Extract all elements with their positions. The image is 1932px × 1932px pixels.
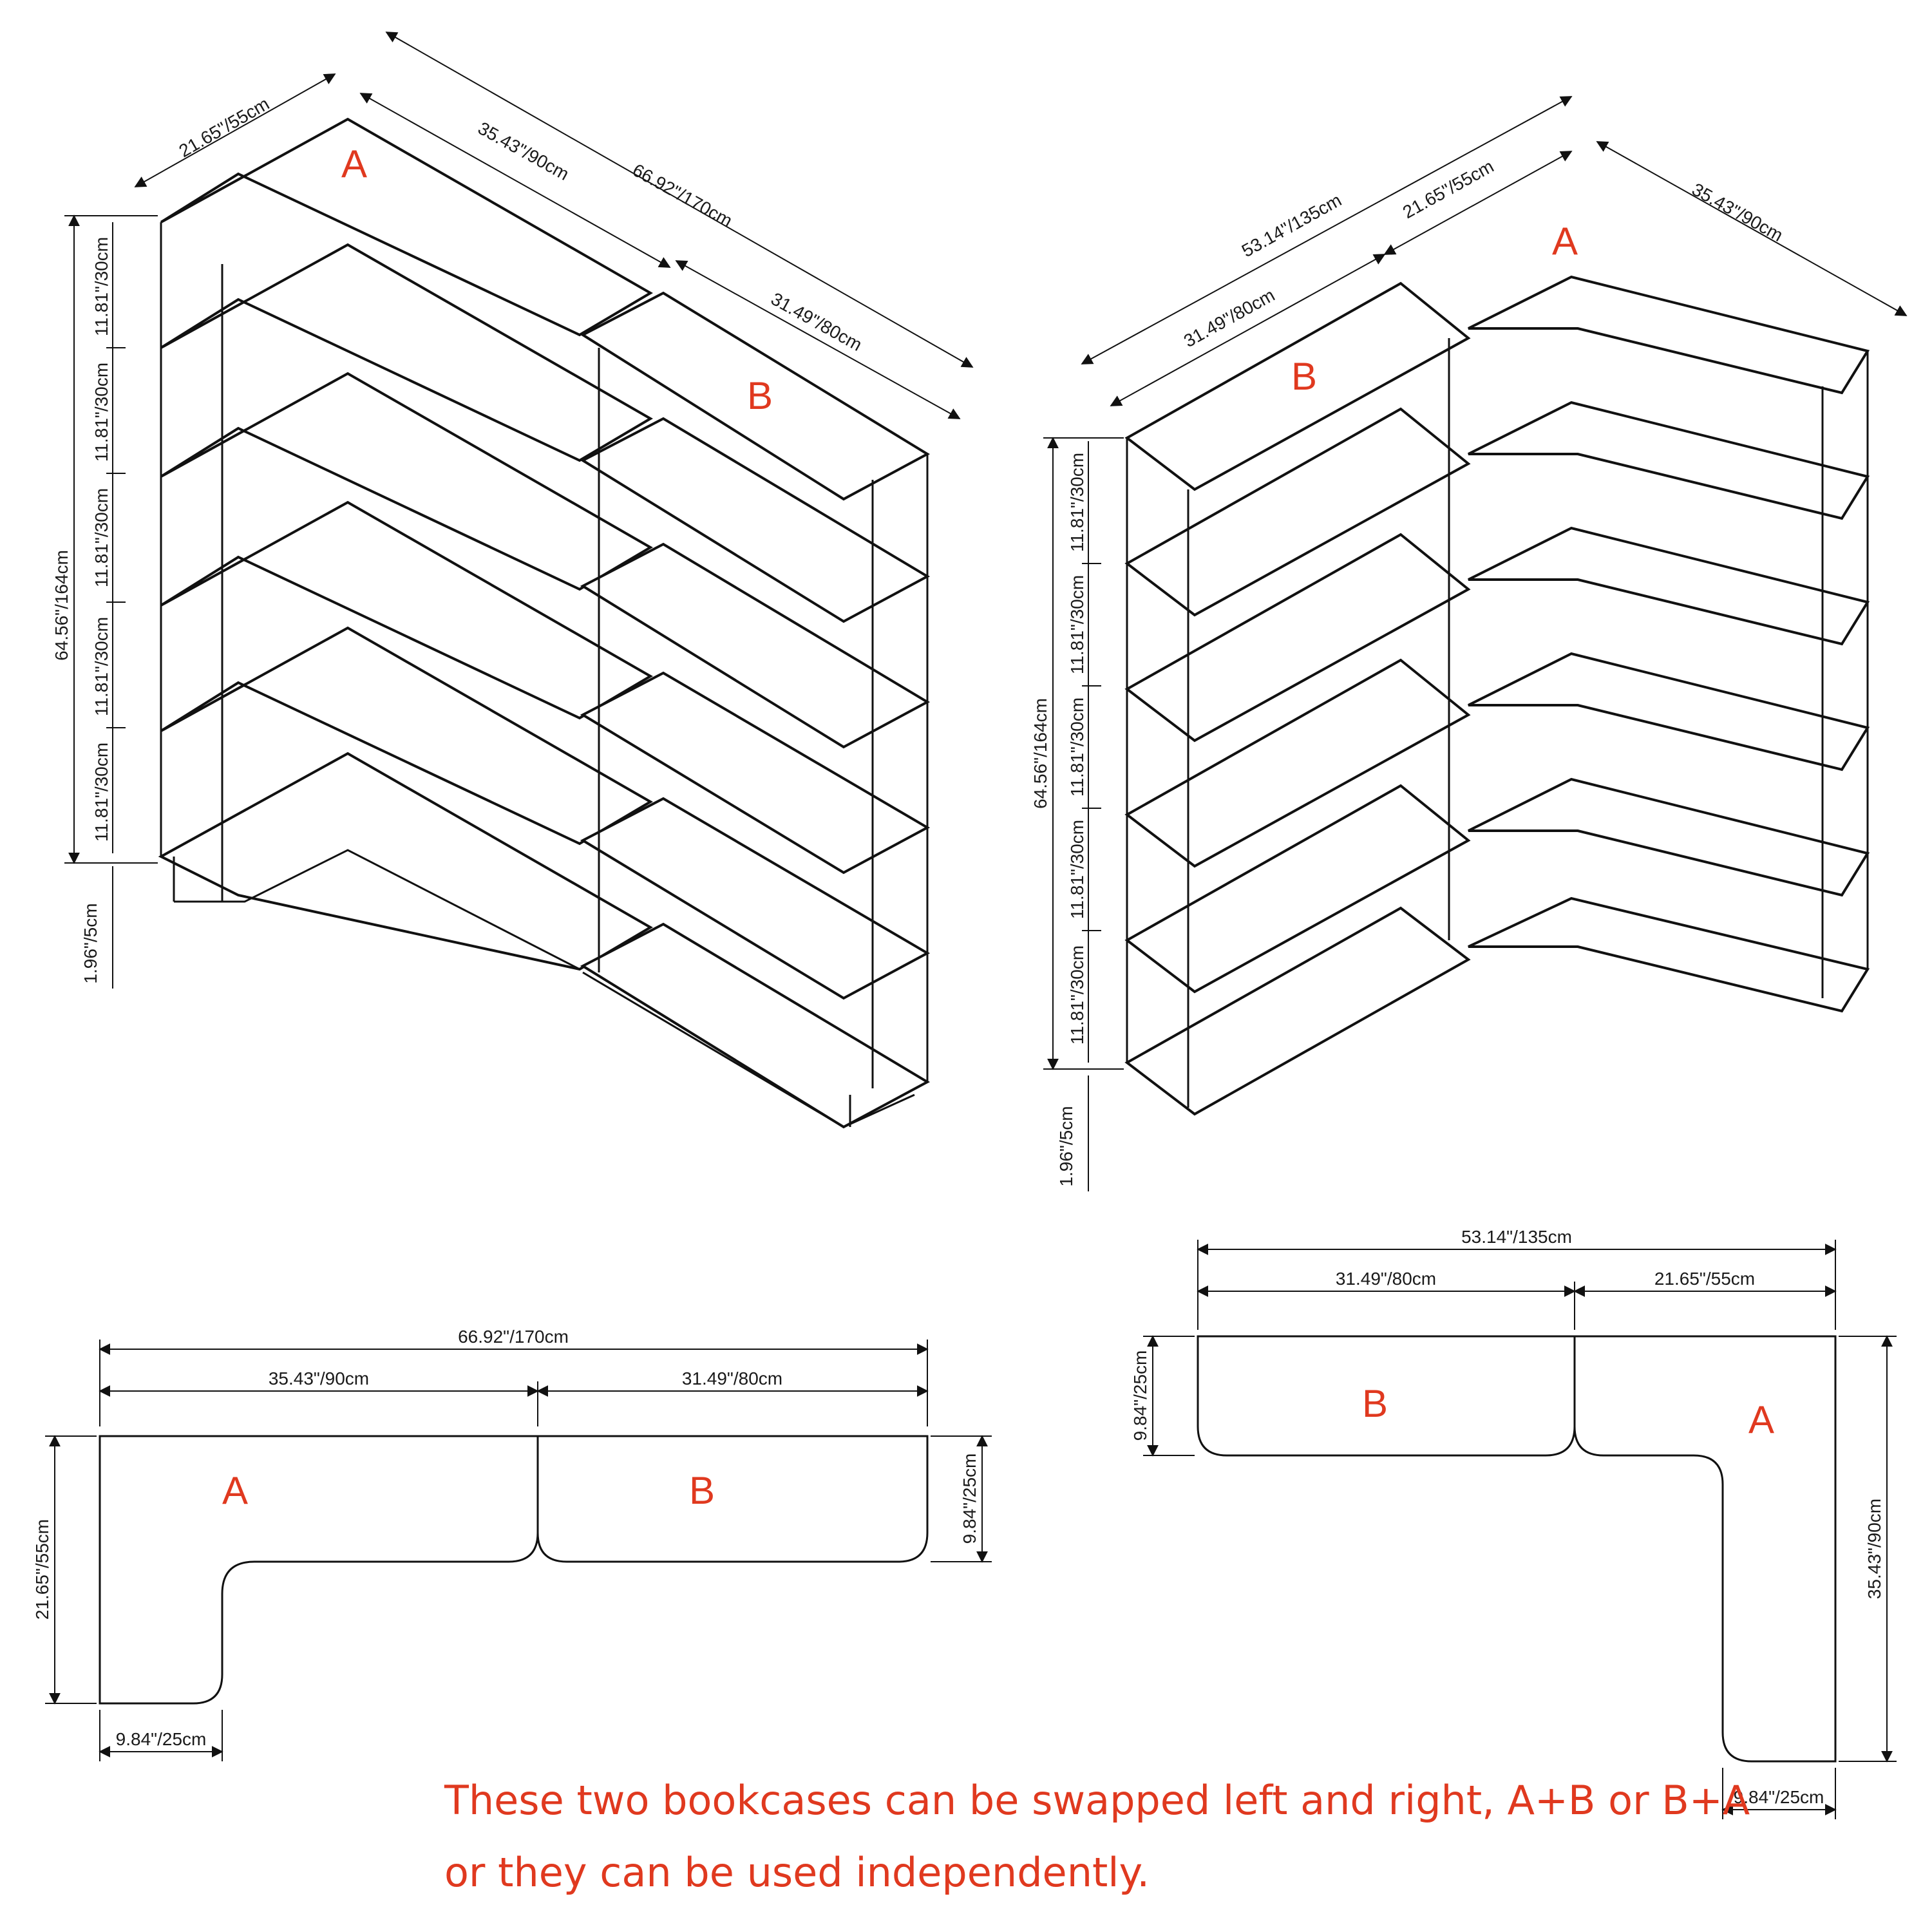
iso-left-length-a-dim: 35.43"/90cm xyxy=(475,118,573,184)
iso-left-base-dim: 1.96"/5cm xyxy=(80,903,100,983)
plan-left-length-a-dim: 35.43"/90cm xyxy=(269,1368,369,1388)
iso-left-shelf-dim-1: 11.81"/30cm xyxy=(91,237,111,336)
plan-left-label-a: A xyxy=(222,1469,248,1512)
iso-right-height-dims xyxy=(1043,437,1124,1191)
iso-left-shelf-dim-5: 11.81"/30cm xyxy=(91,743,111,842)
swap-note: These two bookcases can be swapped left … xyxy=(444,1765,1861,1909)
plan-right-length-leg-dim: 35.43"/90cm xyxy=(1864,1499,1884,1599)
plan-left-depth-b-dim: 9.84"/25cm xyxy=(960,1454,980,1544)
iso-right-depth-a-dim: 21.65"/55cm xyxy=(1399,156,1497,222)
iso-left-bookcase-a xyxy=(158,117,653,971)
iso-right-shelf-dim-5: 11.81"/30cm xyxy=(1067,945,1087,1045)
iso-right-total-dim: 53.14"/135cm xyxy=(1238,190,1345,261)
iso-right-length-b-dim: 31.49"/80cm xyxy=(1180,285,1278,351)
plan-right-depth-b-dim: 9.84"/25cm xyxy=(1130,1350,1150,1441)
iso-right-top-dims xyxy=(1081,96,1908,406)
iso-left-top-dims xyxy=(134,32,974,419)
iso-right-shelf-dim-2: 11.81"/30cm xyxy=(1067,575,1087,674)
plan-right-label-b: B xyxy=(1362,1382,1388,1425)
plan-left-depth-a-dim: 21.65"/55cm xyxy=(32,1519,52,1620)
plan-right-total-dim: 53.14"/135cm xyxy=(1461,1227,1572,1247)
plan-left-total-dim: 66.92"/170cm xyxy=(458,1327,569,1347)
iso-left-shelf-dim-2: 11.81"/30cm xyxy=(91,363,111,462)
iso-left-height-dims xyxy=(64,214,158,989)
iso-left-length-b-dim: 31.49"/80cm xyxy=(768,289,866,355)
plan-right-length-b-dim: 31.49"/80cm xyxy=(1336,1269,1436,1289)
iso-right-shelf-dim-1: 11.81"/30cm xyxy=(1067,453,1087,552)
iso-right-shelf-dim-3: 11.81"/30cm xyxy=(1067,697,1087,797)
iso-left-total-dim: 66.92"/170cm xyxy=(629,160,735,231)
iso-left-view xyxy=(64,32,974,1129)
iso-right-shelf-dim-4: 11.81"/30cm xyxy=(1067,820,1087,919)
plan-right-leg-width-dim: 9.84"/25cm xyxy=(1734,1787,1824,1807)
iso-left-height-dim: 64.56"/164cm xyxy=(52,550,71,661)
iso-right-height-dim: 64.56"/164cm xyxy=(1030,698,1050,809)
iso-right-base-dim: 1.96"/5cm xyxy=(1056,1106,1076,1186)
swap-note-line-1: These two bookcases can be swapped left … xyxy=(444,1777,1750,1824)
plan-left-label-b: B xyxy=(689,1469,715,1512)
iso-right-label-b: B xyxy=(1291,355,1317,398)
iso-right-label-a: A xyxy=(1552,220,1578,263)
swap-note-line-2: or they can be used independently. xyxy=(444,1849,1150,1896)
iso-left-label-b: B xyxy=(747,374,773,417)
iso-right-bookcase-b xyxy=(1124,281,1471,1116)
iso-right-length-a-dim: 35.43"/90cm xyxy=(1689,179,1786,245)
plan-right-view xyxy=(1143,1240,1897,1819)
iso-left-depth-a-dim: 21.65"/55cm xyxy=(176,93,273,161)
plan-left-view xyxy=(45,1340,992,1761)
iso-left-label-a: A xyxy=(341,142,367,185)
iso-left-shelf-dim-4: 11.81"/30cm xyxy=(91,617,111,716)
plan-right-label-a: A xyxy=(1748,1398,1774,1441)
iso-right-view xyxy=(1043,96,1908,1191)
plan-left-length-b-dim: 31.49"/80cm xyxy=(682,1368,782,1388)
plan-left-leg-width-dim: 9.84"/25cm xyxy=(116,1729,207,1749)
iso-left-shelf-dim-3: 11.81"/30cm xyxy=(91,488,111,587)
plan-right-length-a-dim: 21.65"/55cm xyxy=(1654,1269,1755,1289)
iso-right-bookcase-a xyxy=(1468,275,1870,1013)
